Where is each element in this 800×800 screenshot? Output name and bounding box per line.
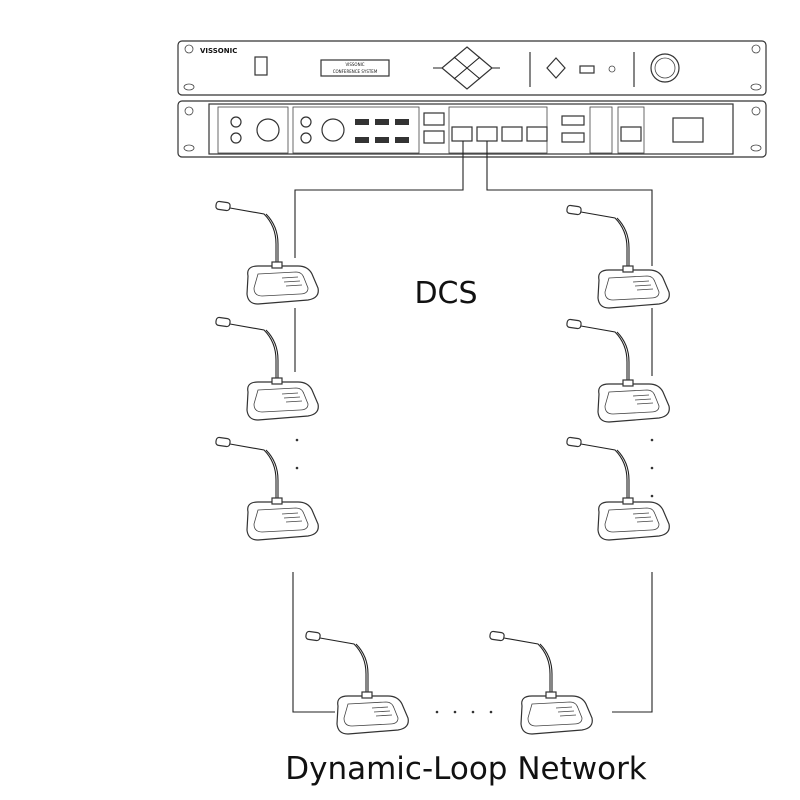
conference-unit-bottom-2 — [488, 630, 593, 735]
svg-text:CONFERENCE SYSTEM: CONFERENCE SYSTEM — [333, 69, 378, 74]
brand-logo: VISSONIC — [200, 47, 237, 55]
network-label: Dynamic-Loop Network — [285, 751, 647, 787]
conference-unit-right-2 — [565, 318, 670, 423]
lcd-display — [320, 59, 390, 77]
conference-unit-left-1 — [214, 200, 319, 305]
conference-unit-left-2 — [214, 316, 319, 421]
menu-button — [546, 57, 566, 79]
conference-unit-right-1 — [565, 204, 670, 309]
continuation-dots — [295, 438, 654, 714]
navigation-keypad — [433, 46, 500, 90]
conference-unit-bottom-1 — [304, 630, 409, 735]
conference-unit-left-3 — [214, 436, 319, 541]
conference-unit-right-3 — [565, 436, 670, 541]
main-unit-rear-panel — [177, 100, 767, 158]
dcs-port-1 — [451, 126, 473, 142]
power-inlet — [672, 117, 704, 143]
dcs-label: DCS — [414, 276, 477, 311]
main-unit-front-panel: VISSONIC VISSONIC CONFERENCE SYSTEM — [177, 40, 767, 96]
dcs-port-2 — [476, 126, 498, 142]
power-switch — [254, 56, 268, 76]
svg-text:VISSONIC: VISSONIC — [345, 62, 364, 67]
headphone-jack — [608, 65, 616, 73]
usb-port — [579, 65, 595, 74]
loop-cabling — [292, 141, 654, 714]
